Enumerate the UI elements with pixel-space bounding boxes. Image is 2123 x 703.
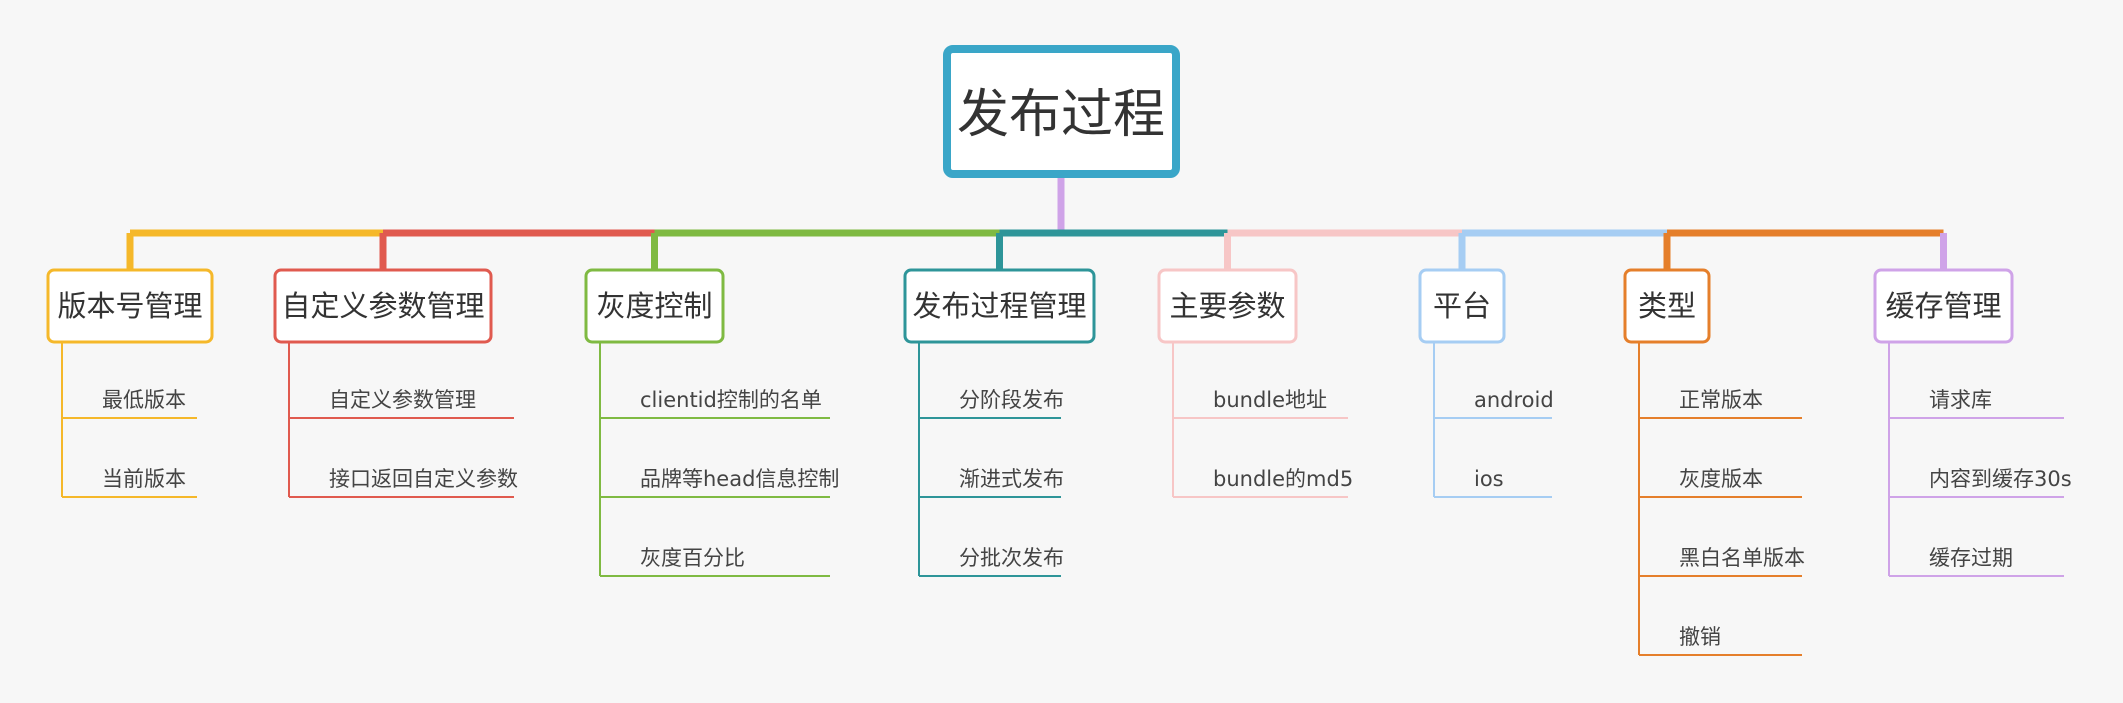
leaf-label: clientid控制的名单 xyxy=(640,388,822,412)
leaf-label: 接口返回自定义参数 xyxy=(329,467,518,491)
leaf-item: 最低版本 xyxy=(62,388,197,419)
branch-box xyxy=(273,268,493,344)
leaf-label: 分批次发布 xyxy=(959,546,1064,570)
leaf-item: 灰度百分比 xyxy=(600,546,830,577)
leaf-label: android xyxy=(1474,388,1554,412)
leaf-label: 内容到缓存30s xyxy=(1929,467,2072,491)
branch-box xyxy=(903,268,1096,344)
branch-6: 平台 android ios xyxy=(1418,268,1554,498)
branch-box xyxy=(46,268,214,344)
leaf-item: 分批次发布 xyxy=(919,546,1064,577)
branch-box xyxy=(1873,268,2014,344)
leaf-item: 黑白名单版本 xyxy=(1639,546,1805,577)
leaf-label: bundle的md5 xyxy=(1213,467,1353,491)
leaf-item: 正常版本 xyxy=(1639,388,1802,419)
connectors xyxy=(126,174,1947,270)
leaf-item: 自定义参数管理 xyxy=(289,388,514,419)
branch-box xyxy=(584,268,725,344)
branch-label: 缓存管理 xyxy=(1885,289,2001,323)
leaf-label: 请求库 xyxy=(1929,388,1992,412)
leaf-item: 品牌等head信息控制 xyxy=(600,467,839,498)
branch-label: 灰度控制 xyxy=(596,289,712,323)
root-node-box xyxy=(943,45,1180,178)
branch-label: 版本号管理 xyxy=(57,289,202,323)
root-title: 发布过程 xyxy=(957,85,1165,145)
leaf-label: 撤销 xyxy=(1679,625,1721,649)
leaf-item: 请求库 xyxy=(1889,388,2064,419)
root-node: 发布过程 xyxy=(943,45,1180,178)
branch-box xyxy=(1157,268,1298,344)
branch-5: 主要参数 bundle地址 bundle的md5 xyxy=(1157,268,1353,498)
leaf-item: bundle的md5 xyxy=(1173,467,1353,498)
leaf-item: 灰度版本 xyxy=(1639,467,1802,498)
branch-label: 类型 xyxy=(1638,289,1696,323)
leaf-label: 当前版本 xyxy=(102,467,186,491)
branches: 版本号管理最低版本当前版本自定义参数管理自定义参数管理接口返回自定义参数灰度控制… xyxy=(46,268,2072,656)
branch-box xyxy=(1418,268,1506,344)
leaf-item: 分阶段发布 xyxy=(919,388,1064,419)
leaf-label: 自定义参数管理 xyxy=(329,388,476,412)
leaf-label: 灰度版本 xyxy=(1679,467,1763,491)
branch-label: 发布过程管理 xyxy=(912,289,1086,323)
leaf-item: 缓存过期 xyxy=(1889,546,2064,577)
leaf-item: 接口返回自定义参数 xyxy=(289,467,518,498)
leaf-item: clientid控制的名单 xyxy=(600,388,830,419)
leaf-label: 分阶段发布 xyxy=(959,388,1064,412)
branch-label: 自定义参数管理 xyxy=(281,289,484,323)
leaf-item: 当前版本 xyxy=(62,467,197,498)
leaf-item: 撤销 xyxy=(1639,625,1802,656)
leaf-item: bundle地址 xyxy=(1173,388,1348,419)
leaf-label: 缓存过期 xyxy=(1929,546,2013,570)
leaf-item: ios xyxy=(1434,467,1552,498)
leaf-label: 黑白名单版本 xyxy=(1679,546,1805,570)
branch-label: 主要参数 xyxy=(1169,289,1285,323)
leaf-label: 灰度百分比 xyxy=(640,546,745,570)
leaf-label: 品牌等head信息控制 xyxy=(640,467,839,491)
leaf-label: 渐进式发布 xyxy=(959,467,1064,491)
leaf-item: android xyxy=(1434,388,1554,419)
leaf-label: bundle地址 xyxy=(1213,388,1327,412)
branch-label: 平台 xyxy=(1433,289,1491,323)
leaf-label: ios xyxy=(1474,467,1504,491)
leaf-item: 内容到缓存30s xyxy=(1889,467,2072,498)
leaf-label: 最低版本 xyxy=(102,388,186,412)
branch-box xyxy=(1623,268,1711,344)
leaf-label: 正常版本 xyxy=(1679,388,1763,412)
leaf-item: 渐进式发布 xyxy=(919,467,1064,498)
